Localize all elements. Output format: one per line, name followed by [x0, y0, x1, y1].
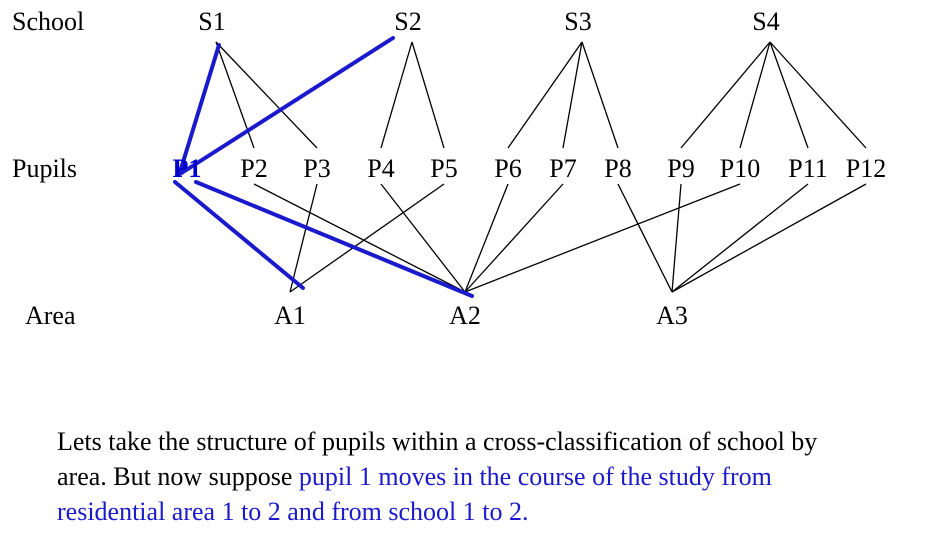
- area-node-a1: A1: [274, 301, 306, 330]
- edge-s2-p5: [411, 41, 445, 149]
- edge-s4-p9: [680, 41, 771, 149]
- highlight-edges-layer: [173, 36, 474, 298]
- pupil-node-p1: P1: [173, 154, 202, 183]
- edge-s4-p12: [769, 41, 867, 149]
- edge-p5-a1: [289, 183, 445, 293]
- edge-s3-p7: [562, 41, 583, 149]
- edge-p7-a2: [464, 183, 564, 293]
- area-node-a2: A2: [449, 301, 481, 330]
- edge-p4-a2: [380, 183, 466, 293]
- caption-text: Lets take the structure of pupils within…: [57, 424, 946, 529]
- area-node-a3: A3: [656, 301, 688, 330]
- edge-p8-a3: [617, 183, 673, 293]
- highlight-edge-s1-p1: [178, 43, 221, 174]
- edge-p10-a2: [464, 183, 741, 293]
- highlight-edge-p1-a2: [194, 180, 474, 298]
- labels-layer: School Pupils Area: [12, 7, 84, 330]
- edge-s1-p3: [215, 41, 318, 149]
- school-node-s1: S1: [198, 7, 225, 36]
- pupil-node-p7: P7: [549, 154, 576, 183]
- caption-line-1: Lets take the structure of pupils within…: [57, 427, 818, 456]
- edges-layer: [215, 41, 867, 293]
- edge-p9-a3: [671, 183, 682, 293]
- row-label-school: School: [12, 7, 84, 36]
- edge-s3-p8: [581, 41, 619, 149]
- pupil-node-p6: P6: [494, 154, 521, 183]
- row-label-area: Area: [25, 301, 76, 330]
- pupil-node-p4: P4: [367, 154, 394, 183]
- edge-s2-p4: [380, 41, 413, 149]
- school-node-s2: S2: [394, 7, 421, 36]
- row-label-pupils: Pupils: [12, 154, 77, 183]
- pupil-node-p3: P3: [303, 154, 330, 183]
- highlight-edge-p1-a1: [173, 180, 305, 290]
- edge-p3-a1: [289, 183, 318, 293]
- edge-s4-p11: [769, 41, 809, 149]
- pupil-node-p9: P9: [667, 154, 694, 183]
- pupil-node-p11: P11: [788, 154, 828, 183]
- edge-p2-a2: [253, 183, 466, 293]
- pupil-node-p5: P5: [430, 154, 457, 183]
- pupil-node-p12: P12: [846, 154, 886, 183]
- pupil-node-p10: P10: [720, 154, 760, 183]
- school-node-s3: S3: [564, 7, 591, 36]
- edge-s4-p10: [739, 41, 771, 149]
- edge-p12-a3: [671, 183, 867, 293]
- pupil-node-p2: P2: [240, 154, 267, 183]
- school-node-s4: S4: [752, 7, 779, 36]
- highlight-edge-s2-p1: [178, 36, 395, 176]
- pupil-node-p8: P8: [604, 154, 631, 183]
- caption-line-2-black: area. But now suppose: [57, 462, 299, 491]
- caption-line-2-blue: pupil 1 moves in the course of the study…: [298, 462, 772, 491]
- edge-p6-a2: [464, 183, 509, 293]
- edge-s3-p6: [507, 41, 583, 149]
- caption-line-3-blue: residential area 1 to 2 and from school …: [57, 497, 529, 526]
- edge-p11-a3: [671, 183, 809, 293]
